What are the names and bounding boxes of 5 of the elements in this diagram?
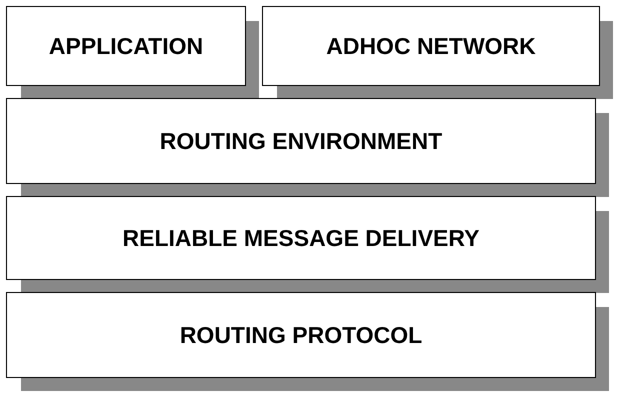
layer-label: ROUTING ENVIRONMENT (160, 128, 442, 154)
layer-label: RELIABLE MESSAGE DELIVERY (122, 224, 480, 252)
layer-label: ROUTING PROTOCOL (180, 322, 422, 348)
layer-label: APPLICATION (48, 32, 204, 60)
layer-label: ADHOC NETWORK (326, 32, 536, 60)
